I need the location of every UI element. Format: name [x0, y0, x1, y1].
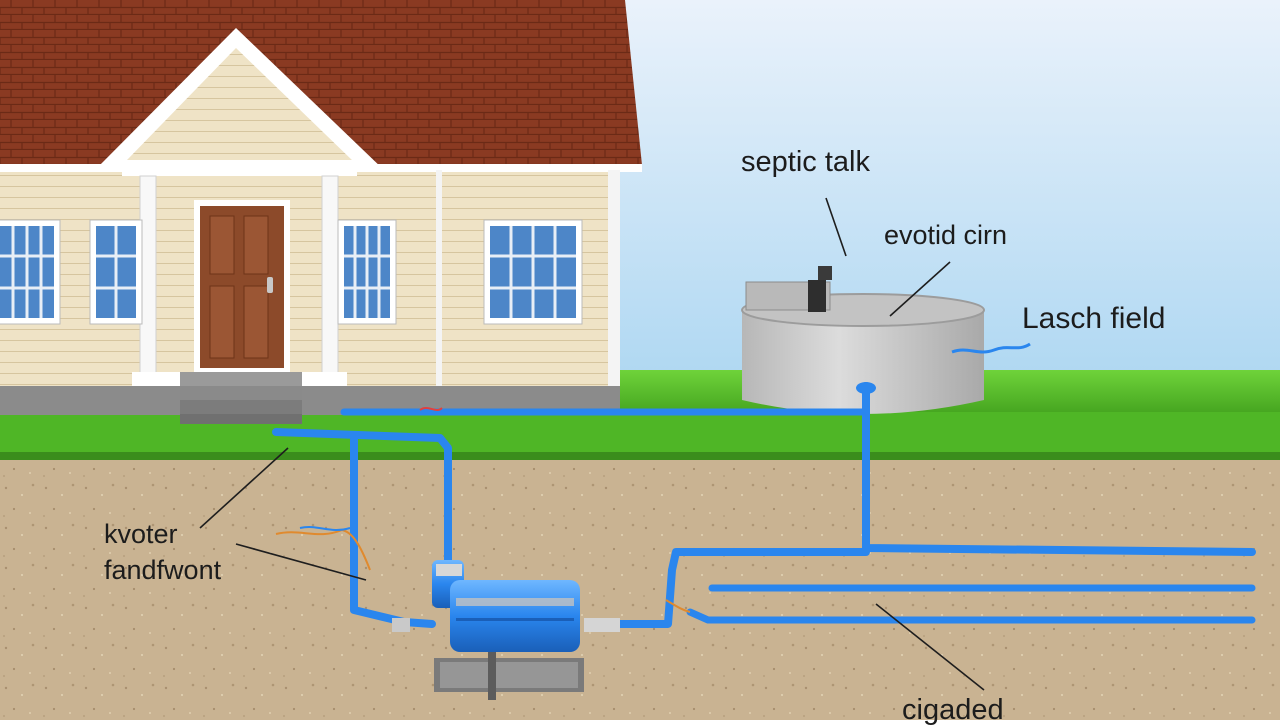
front-steps: [180, 372, 302, 424]
leader-graded: [875, 603, 985, 691]
leader-lines: [199, 197, 985, 691]
septic-tank: [741, 266, 985, 414]
window: [0, 219, 61, 325]
water-label-line1: kvoter: [104, 519, 178, 549]
house: [0, 0, 642, 424]
porch-column: [321, 175, 339, 377]
outlet-label: evotid cirn: [884, 220, 1008, 250]
front-door: [194, 200, 290, 372]
pump-body: [450, 580, 580, 652]
window: [337, 219, 397, 325]
leader-water-bottom: [235, 543, 367, 581]
leach-field-label: Lasch field: [1022, 302, 1166, 335]
leader-water-top: [199, 447, 289, 529]
door-handle: [267, 277, 273, 293]
septic-tank-label: septic talk: [741, 146, 870, 178]
wave-squiggle: [951, 342, 1031, 354]
water-label-line2: fandfwont: [104, 555, 222, 585]
house-pipe: [272, 428, 452, 564]
leader-outlet: [889, 261, 951, 317]
pump-unit: [432, 560, 584, 700]
windows: [0, 219, 583, 325]
window: [483, 219, 583, 325]
leach-line: [686, 608, 1256, 624]
distribution-pipe: [616, 548, 870, 628]
water-label: kvoter fandfwont: [104, 516, 221, 588]
inlet-pipe: [350, 436, 436, 628]
graded-label: cigaded: [902, 694, 1004, 726]
window: [89, 219, 143, 325]
pipes: [272, 382, 1256, 628]
leader-septic: [825, 197, 847, 257]
tank-vent: [808, 280, 826, 312]
